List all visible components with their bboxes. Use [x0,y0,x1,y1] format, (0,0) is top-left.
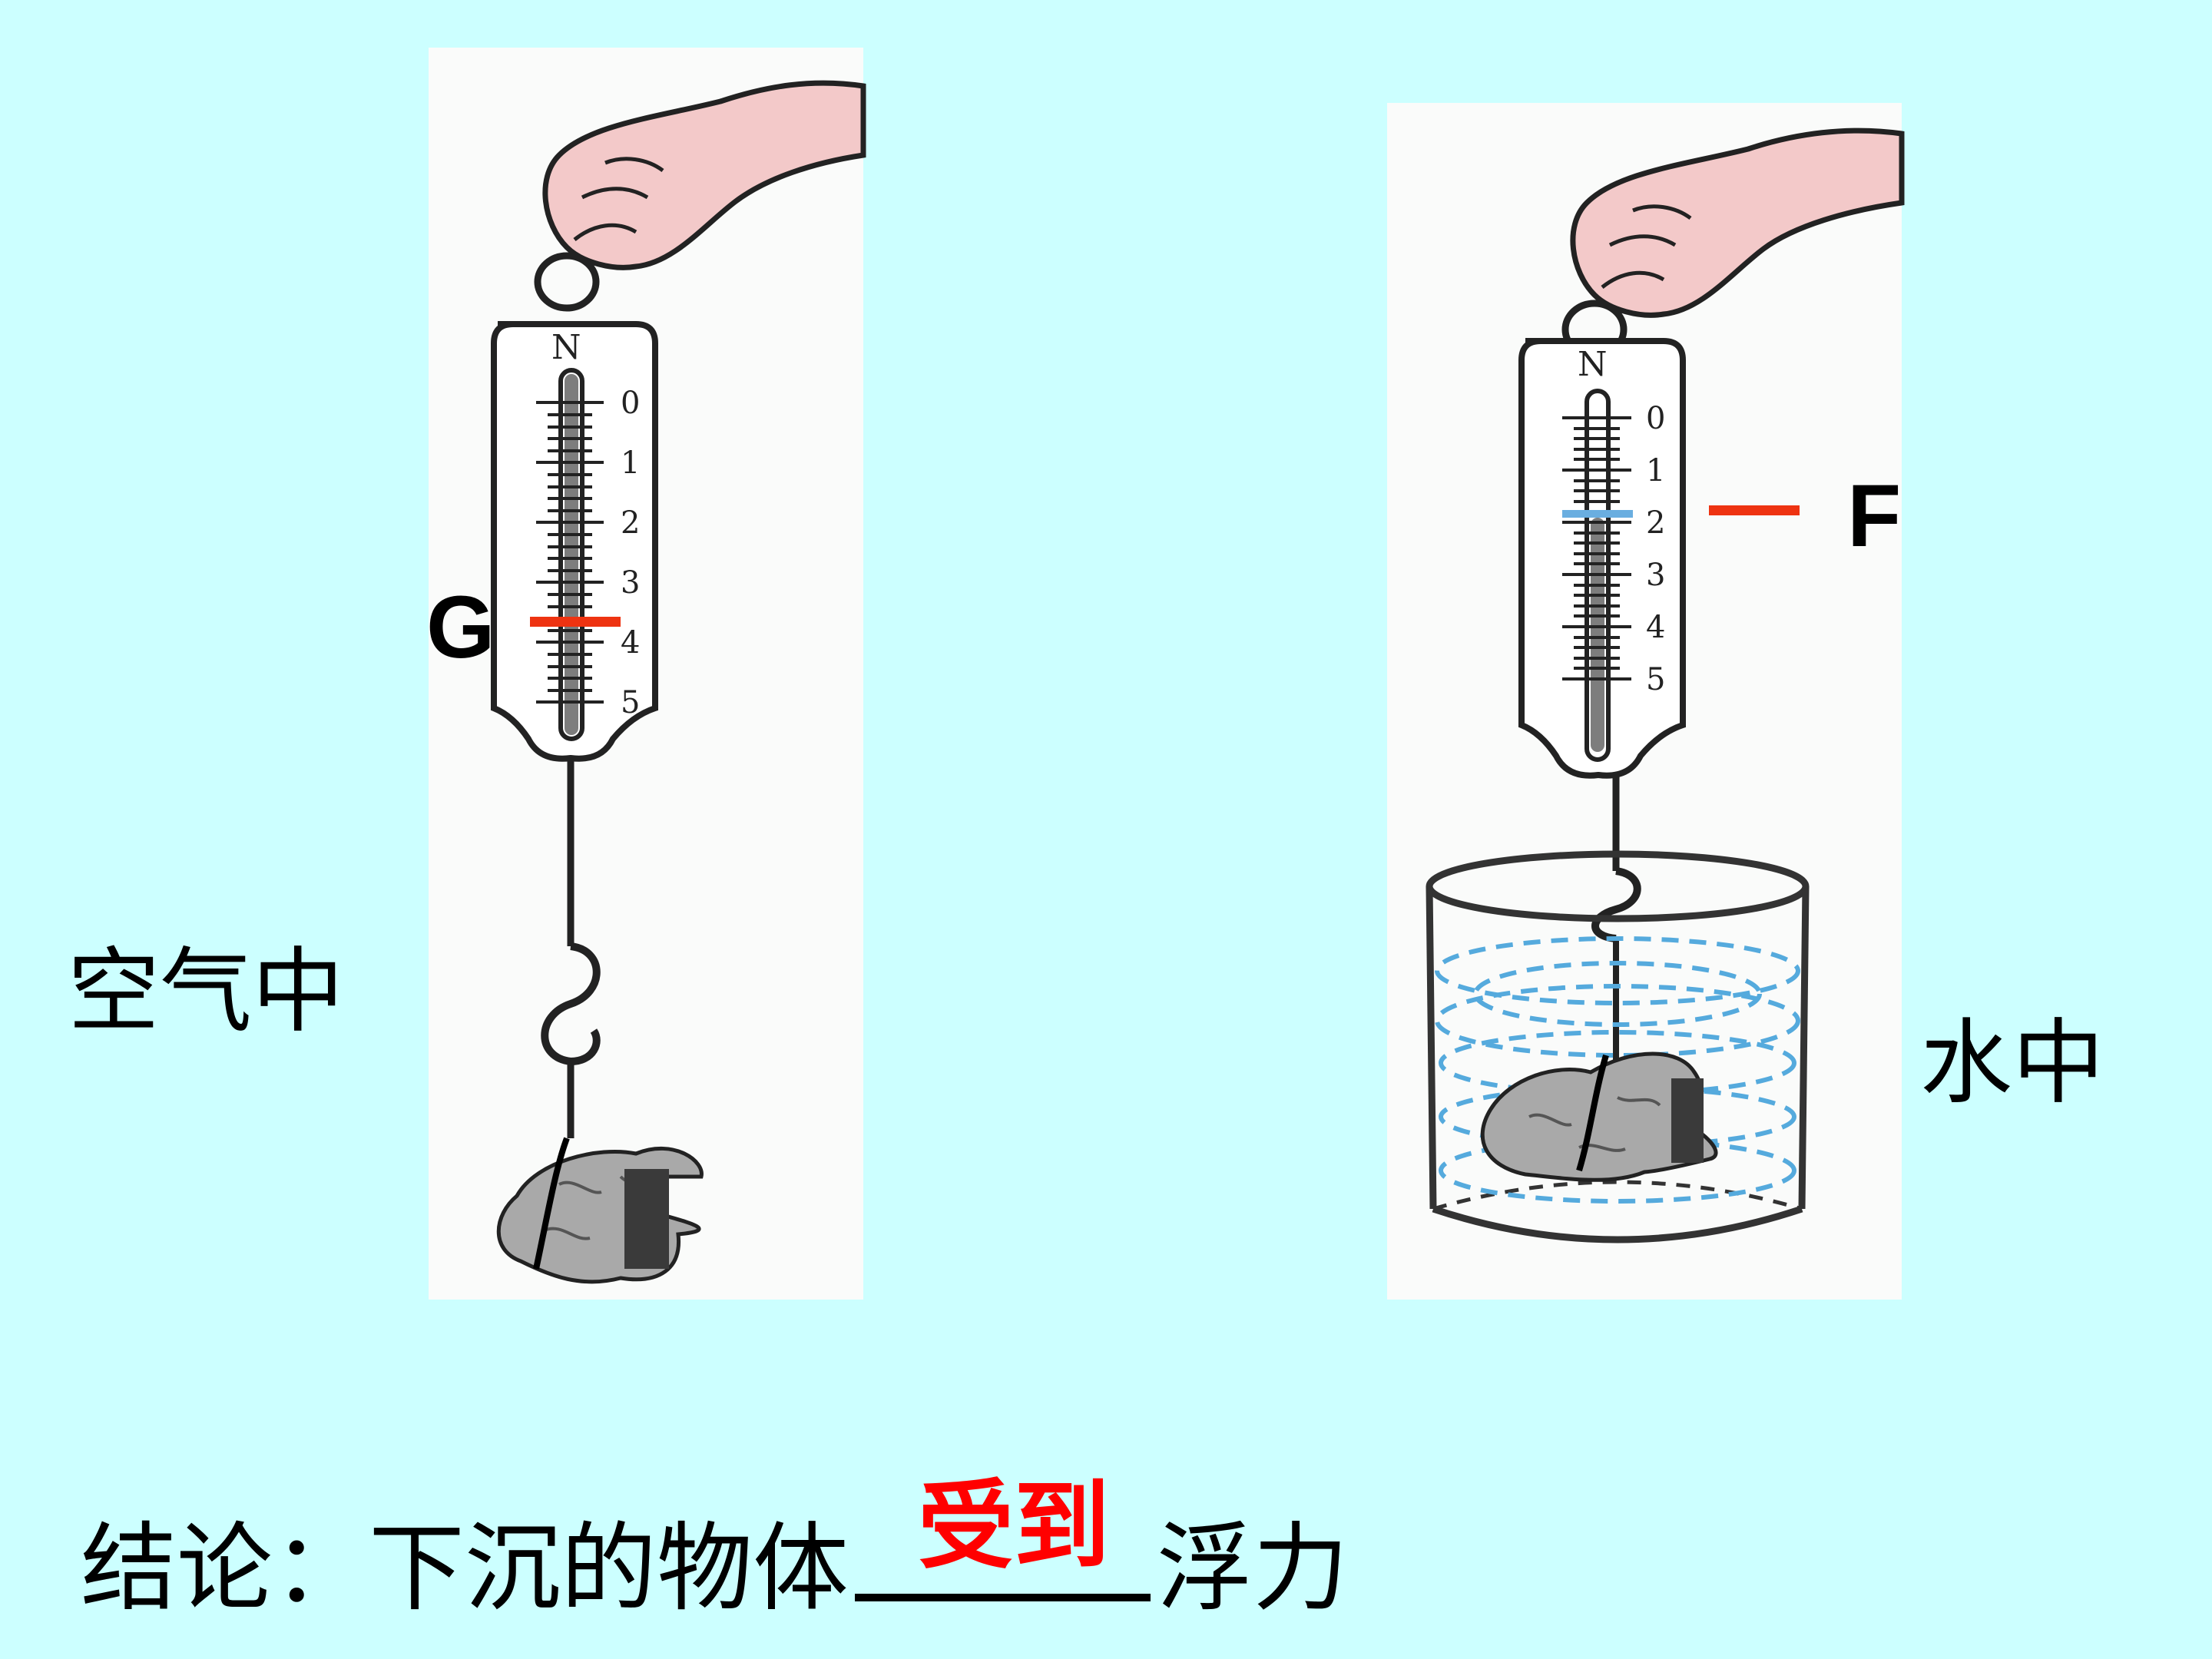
force-marker-line [1709,505,1800,515]
scale-indicator [565,374,578,735]
tick-label: 1 [1646,453,1665,488]
hand-icon [1570,127,1905,318]
tick-label: 2 [621,505,640,541]
air-caption: 空气中 [68,939,344,1045]
weight-marker-line [530,617,621,627]
water-figure-panel: N 0 1 2 3 4 5 [1387,103,1905,1300]
tick-label: 5 [1646,662,1665,697]
tick-label: 2 [1646,505,1665,541]
tick-label: 0 [1646,401,1665,436]
answer-text: 受到 [918,1471,1110,1582]
scale-unit-label: N [551,328,581,367]
tick-label: 1 [621,445,640,481]
conclusion-suffix: 浮力 [1157,1513,1349,1624]
weight-label-g: G [426,578,495,677]
rock [1480,1051,1718,1182]
hook-icon [541,942,601,1066]
spring-scale-in-water: N 0 1 2 3 4 5 [1426,127,1905,1243]
tick-label: 3 [621,565,640,601]
scale-unit-label: N [1578,345,1608,384]
scale-numbers: 0 1 2 3 4 5 [621,386,640,720]
air-figure-panel: N 0 1 2 3 4 5 [429,48,866,1300]
hook-icon [1591,867,1641,942]
tick-label: 4 [1646,610,1665,645]
tick-label: 0 [621,386,640,421]
force-label-f: F [1847,467,1902,565]
conclusion-sentence: 结论：下沉的物体浮力 [81,1517,1349,1617]
beaker [1426,850,1810,1243]
tick-label: 4 [621,625,640,661]
water-caption: 水中 [1920,1010,2104,1117]
hand-icon [542,80,866,270]
water [1435,936,1800,1204]
spring-scale-in-air: N 0 1 2 3 4 5 [491,80,866,1284]
rock [496,1137,704,1284]
scale-numbers: 0 1 2 3 4 5 [1646,401,1665,697]
conclusion-prefix: 结论：下沉的物体 [81,1513,849,1624]
scale-pointer [1562,510,1633,518]
scale-ring [534,252,600,312]
answer-blank [855,1517,1151,1601]
scale-indicator [1591,518,1604,752]
tick-label: 5 [621,685,640,720]
tick-label: 3 [1646,558,1665,593]
scale-ticks [1562,416,1631,680]
